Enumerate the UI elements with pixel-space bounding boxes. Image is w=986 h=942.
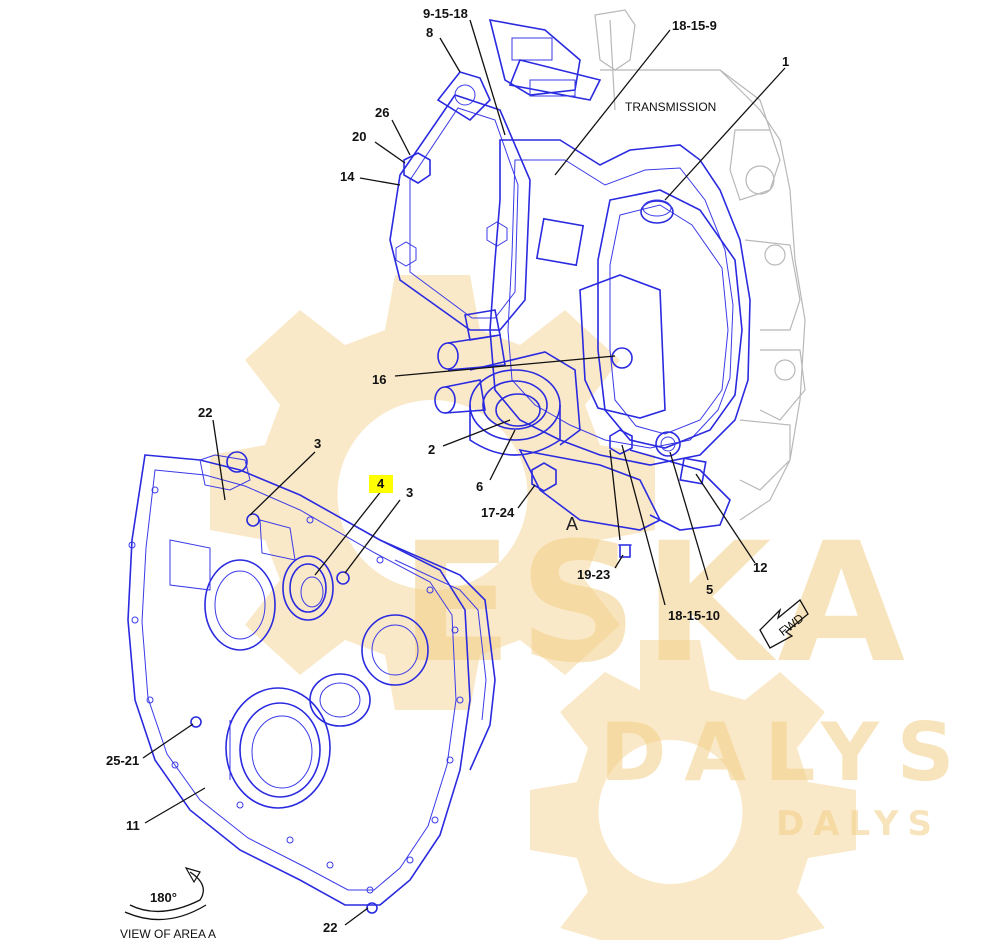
plate-bracket-14 (389, 94, 531, 331)
transmission-label: TRANSMISSION (625, 100, 716, 114)
callout-12: 12 (753, 560, 767, 575)
callout-22-top: 22 (198, 405, 212, 420)
callout-3-right: 3 (406, 485, 413, 500)
housing-frame-11 (127, 454, 471, 906)
callout-26: 26 (375, 105, 389, 120)
gear-housing-view-a (127, 451, 496, 914)
watermark-big-text: ESKA (400, 507, 911, 699)
view-letter-a: A (566, 514, 578, 534)
callout-9-15-18: 9-15-18 (423, 6, 468, 21)
callout-14: 14 (340, 169, 355, 184)
callout-22-bottom: 22 (323, 920, 337, 935)
callout-6: 6 (476, 479, 483, 494)
callout-25-21: 25-21 (106, 753, 139, 768)
leader-lines (142, 19, 786, 926)
callout-17-24: 17-24 (481, 505, 515, 520)
callout-16: 16 (372, 372, 386, 387)
callout-8: 8 (426, 25, 433, 40)
callout-3-left: 3 (314, 436, 321, 451)
callout-4: 4 (377, 476, 385, 491)
output-bore (225, 687, 331, 809)
rotation-label: 180° (150, 890, 177, 905)
watermark-small-text: DALYS (776, 804, 941, 844)
rotate-180-arrow: 180° (124, 867, 207, 921)
watermark-gear-right (530, 640, 856, 940)
callout-11: 11 (126, 818, 140, 833)
highlight-callout-4 (369, 475, 393, 493)
callout-1: 1 (782, 54, 789, 69)
view-caption: VIEW OF AREA A (120, 927, 216, 941)
callout-5: 5 (706, 582, 713, 597)
seal-4-bore (282, 555, 334, 621)
callout-labels: 9-15-18 8 18-15-9 1 26 20 14 16 2 6 17-2… (106, 6, 789, 941)
watermark-logo: ESKA DALYS DALYS (210, 275, 972, 940)
callout-19-23: 19-23 (577, 567, 610, 582)
callout-20: 20 (352, 129, 366, 144)
transmission-body-outline (594, 9, 806, 521)
callout-2: 2 (428, 442, 435, 457)
valve-cover (489, 139, 751, 466)
callout-18-15-10: 18-15-10 (668, 608, 720, 623)
bore-top-left (204, 559, 276, 651)
frame-bolt-holes (128, 486, 464, 894)
watermark-gear-left (210, 275, 655, 710)
watermark-mid-text: DALYS (600, 706, 972, 799)
callout-18-15-9: 18-15-9 (672, 18, 717, 33)
transmission-cover-assembly (389, 18, 751, 558)
